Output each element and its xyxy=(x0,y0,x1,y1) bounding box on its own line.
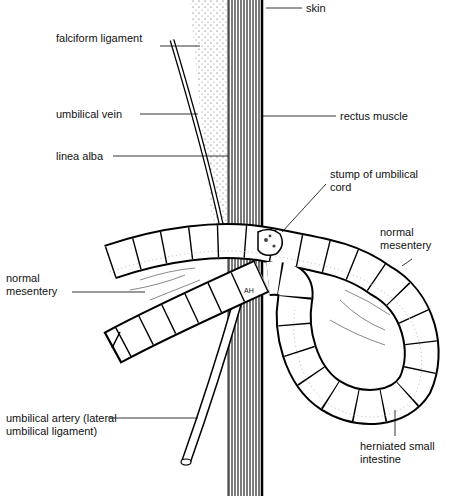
artery-end xyxy=(181,459,191,465)
leader-lines xyxy=(72,8,412,436)
umbilical-vein xyxy=(172,40,258,242)
umbilical-vein-lumen xyxy=(172,40,258,242)
structure-label: normal mesentery xyxy=(380,226,450,252)
herniated-small-intestine xyxy=(110,241,422,417)
structure-label: falciform ligament xyxy=(56,32,156,45)
structure-label: umbilical artery (lateral umbilical liga… xyxy=(6,412,156,438)
structure-label: normal mesentery xyxy=(6,272,76,298)
structure-label: stump of umbilical cord xyxy=(330,168,442,194)
structure-label: skin xyxy=(306,2,366,15)
structure-label: herniated small intestine xyxy=(360,440,450,466)
structure-label: linea alba xyxy=(56,150,116,163)
structure-label: umbilical vein xyxy=(56,108,140,121)
structure-label: rectus muscle xyxy=(340,110,440,123)
umbilical-stump xyxy=(258,229,282,255)
artist-initials: AH xyxy=(244,286,264,295)
intestine-lower xyxy=(112,276,262,348)
